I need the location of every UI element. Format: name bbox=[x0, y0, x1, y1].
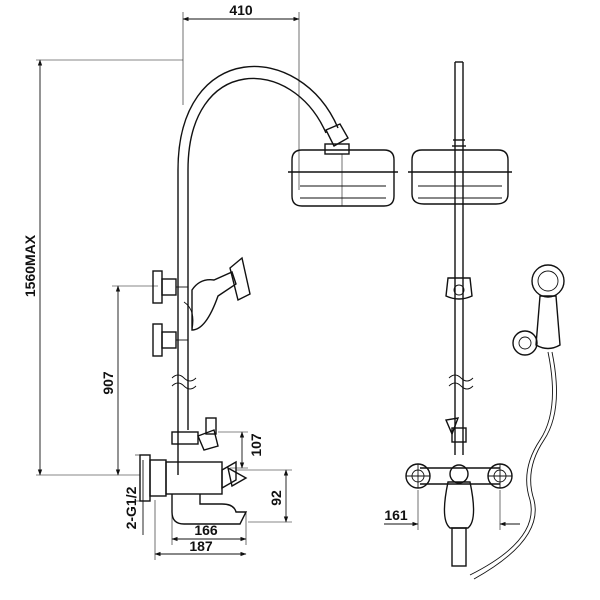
front-shower-head bbox=[408, 149, 512, 205]
side-view bbox=[36, 12, 398, 560]
width-label: 410 bbox=[229, 2, 253, 18]
thread-label: 2-G1/2 bbox=[123, 486, 139, 529]
mixer-body bbox=[139, 417, 248, 525]
total-height-label: 1560MAX bbox=[22, 234, 38, 297]
hand-shower bbox=[183, 256, 251, 331]
overall-depth-label: 187 bbox=[189, 538, 213, 554]
wall-bracket-upper bbox=[152, 270, 188, 304]
front-spacing-label: 161 bbox=[384, 507, 408, 523]
riser-pipe bbox=[177, 65, 339, 475]
front-hand-shower bbox=[469, 264, 565, 580]
front-view bbox=[384, 61, 565, 580]
mixer-height-label: 907 bbox=[100, 371, 116, 395]
outlet-height-label: 107 bbox=[248, 433, 264, 457]
shower-head bbox=[288, 149, 398, 207]
spout-depth-label: 92 bbox=[268, 490, 284, 506]
spout-reach-label: 166 bbox=[194, 522, 218, 538]
front-mixer bbox=[405, 417, 513, 567]
wall-bracket-lower bbox=[152, 323, 188, 357]
